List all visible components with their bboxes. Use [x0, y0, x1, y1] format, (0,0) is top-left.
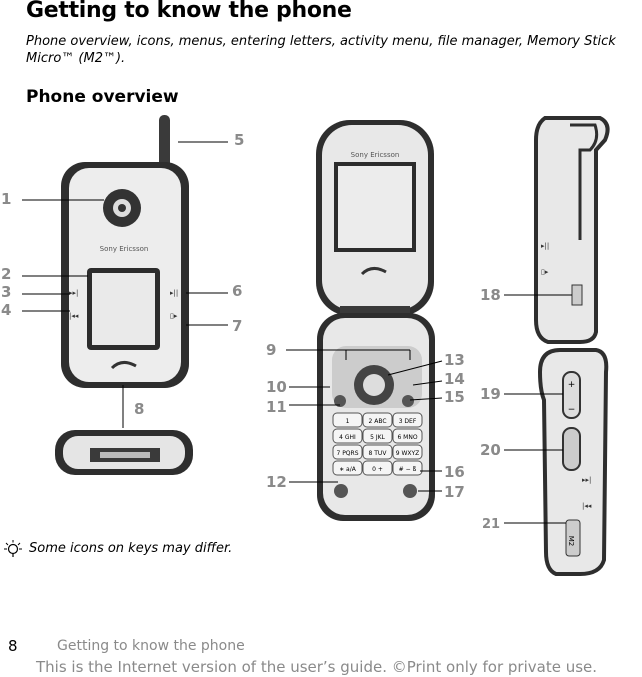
call-key[interactable]: [334, 484, 348, 498]
svg-text:▯▸: ▯▸: [170, 312, 178, 320]
lightbulb-icon: [4, 540, 22, 557]
svg-text:−: −: [568, 405, 576, 415]
svg-text:3 DEF: 3 DEF: [399, 418, 417, 425]
brand-logo-closed: Sony Ericsson: [100, 245, 149, 253]
phone-overview-figure: Sony Ericsson ▸▸| |◂◂ ▸|| ▯▸ Sony Ericss…: [1, 115, 610, 576]
callout-15: 15: [444, 388, 465, 406]
callout-13: 13: [444, 351, 465, 369]
right-soft-key[interactable]: [402, 395, 414, 407]
left-soft-key[interactable]: [334, 395, 346, 407]
svg-text:▸▸|: ▸▸|: [69, 289, 78, 297]
svg-text:|◂◂: |◂◂: [69, 312, 79, 320]
svg-text:7 PQRS: 7 PQRS: [336, 450, 358, 457]
svg-text:4 GHI: 4 GHI: [339, 434, 356, 441]
end-key[interactable]: [403, 484, 417, 498]
key-5[interactable]: [362, 428, 393, 444]
callout-16: 16: [444, 463, 465, 481]
svg-text:9 WXYZ: 9 WXYZ: [396, 450, 420, 457]
svg-text:+: +: [568, 380, 576, 390]
phone-bottom-view: [55, 430, 193, 475]
svg-text:▸||: ▸||: [170, 289, 178, 297]
svg-text:# − ß: # − ß: [399, 466, 417, 473]
key-3[interactable]: [392, 412, 423, 428]
phone-closed-front: Sony Ericsson ▸▸| |◂◂ ▸|| ▯▸: [61, 115, 189, 388]
intro-text: Phone overview, icons, menus, entering l…: [26, 34, 616, 66]
svg-text:▸▸|: ▸▸|: [582, 476, 591, 484]
center-select-key[interactable]: [363, 374, 385, 396]
key-6[interactable]: [392, 428, 423, 444]
phone-side-view-bottom: + − ▸▸| |◂◂ M2: [537, 348, 609, 576]
running-title: Getting to know the phone: [57, 638, 245, 654]
svg-text:∗ a/A: ∗ a/A: [339, 466, 357, 473]
key-7[interactable]: [332, 444, 363, 460]
callout-19: 19: [480, 385, 501, 403]
section-title: Phone overview: [26, 87, 179, 107]
svg-text:6 MNO: 6 MNO: [397, 434, 417, 441]
callout-8: 8: [134, 400, 144, 418]
key-hash[interactable]: [392, 460, 423, 476]
key-0[interactable]: [362, 460, 393, 476]
phone-side-view-top: ▸|| ▯▸: [534, 116, 610, 344]
page-number: 8: [8, 637, 18, 655]
callout-4: 4: [1, 301, 11, 319]
key-4[interactable]: [332, 428, 363, 444]
callout-7: 7: [232, 317, 242, 335]
key-2[interactable]: [362, 412, 393, 428]
callout-20: 20: [480, 441, 501, 459]
svg-text:8 TUV: 8 TUV: [369, 450, 388, 457]
callout-21: 21: [482, 517, 500, 532]
footer-text: This is the Internet version of the user…: [36, 658, 598, 676]
leader-lines: [22, 141, 572, 524]
svg-text:▯▸: ▯▸: [541, 268, 549, 276]
key-star[interactable]: [332, 460, 363, 476]
callout-10: 10: [266, 378, 287, 396]
note-text: Some icons on keys may differ.: [29, 541, 233, 556]
svg-text:5 JKL: 5 JKL: [370, 434, 385, 441]
callout-18: 18: [480, 286, 501, 304]
callout-9: 9: [266, 341, 276, 359]
callout-3: 3: [1, 283, 11, 301]
svg-text:1: 1: [346, 418, 350, 425]
callout-6: 6: [232, 282, 242, 300]
page-heading: Getting to know the phone: [26, 0, 352, 23]
key-8[interactable]: [362, 444, 393, 460]
callout-12: 12: [266, 473, 287, 491]
svg-text:M2: M2: [567, 536, 575, 547]
callout-14: 14: [444, 370, 465, 388]
callout-1: 1: [1, 190, 11, 208]
phone-open-front: Sony Ericsson 1 2 ABC 3 DEF 4 GHI 5 JKL …: [316, 120, 435, 521]
key-1[interactable]: [332, 412, 363, 428]
svg-text:|◂◂: |◂◂: [582, 502, 592, 510]
walkman-logo: [110, 361, 137, 370]
callout-5: 5: [234, 131, 244, 149]
callout-2: 2: [1, 265, 11, 283]
memory-card-slot[interactable]: [565, 519, 581, 557]
svg-text:2 ABC: 2 ABC: [368, 418, 386, 425]
brand-logo-open: Sony Ericsson: [351, 151, 400, 159]
callout-numbers: 1 2 3 4 5 6 7 8 9 10 11 12 13 14 15 16 1…: [1, 131, 501, 532]
callout-17: 17: [444, 483, 465, 501]
volume-key[interactable]: [562, 371, 581, 419]
keypad: 1 2 ABC 3 DEF 4 GHI 5 JKL 6 MNO 7 PQRS 8…: [332, 412, 423, 476]
callout-11: 11: [266, 398, 287, 416]
svg-text:0 +: 0 +: [372, 466, 383, 473]
svg-text:▸||: ▸||: [541, 242, 549, 250]
key-9[interactable]: [392, 444, 423, 460]
camera-key[interactable]: [562, 427, 581, 471]
